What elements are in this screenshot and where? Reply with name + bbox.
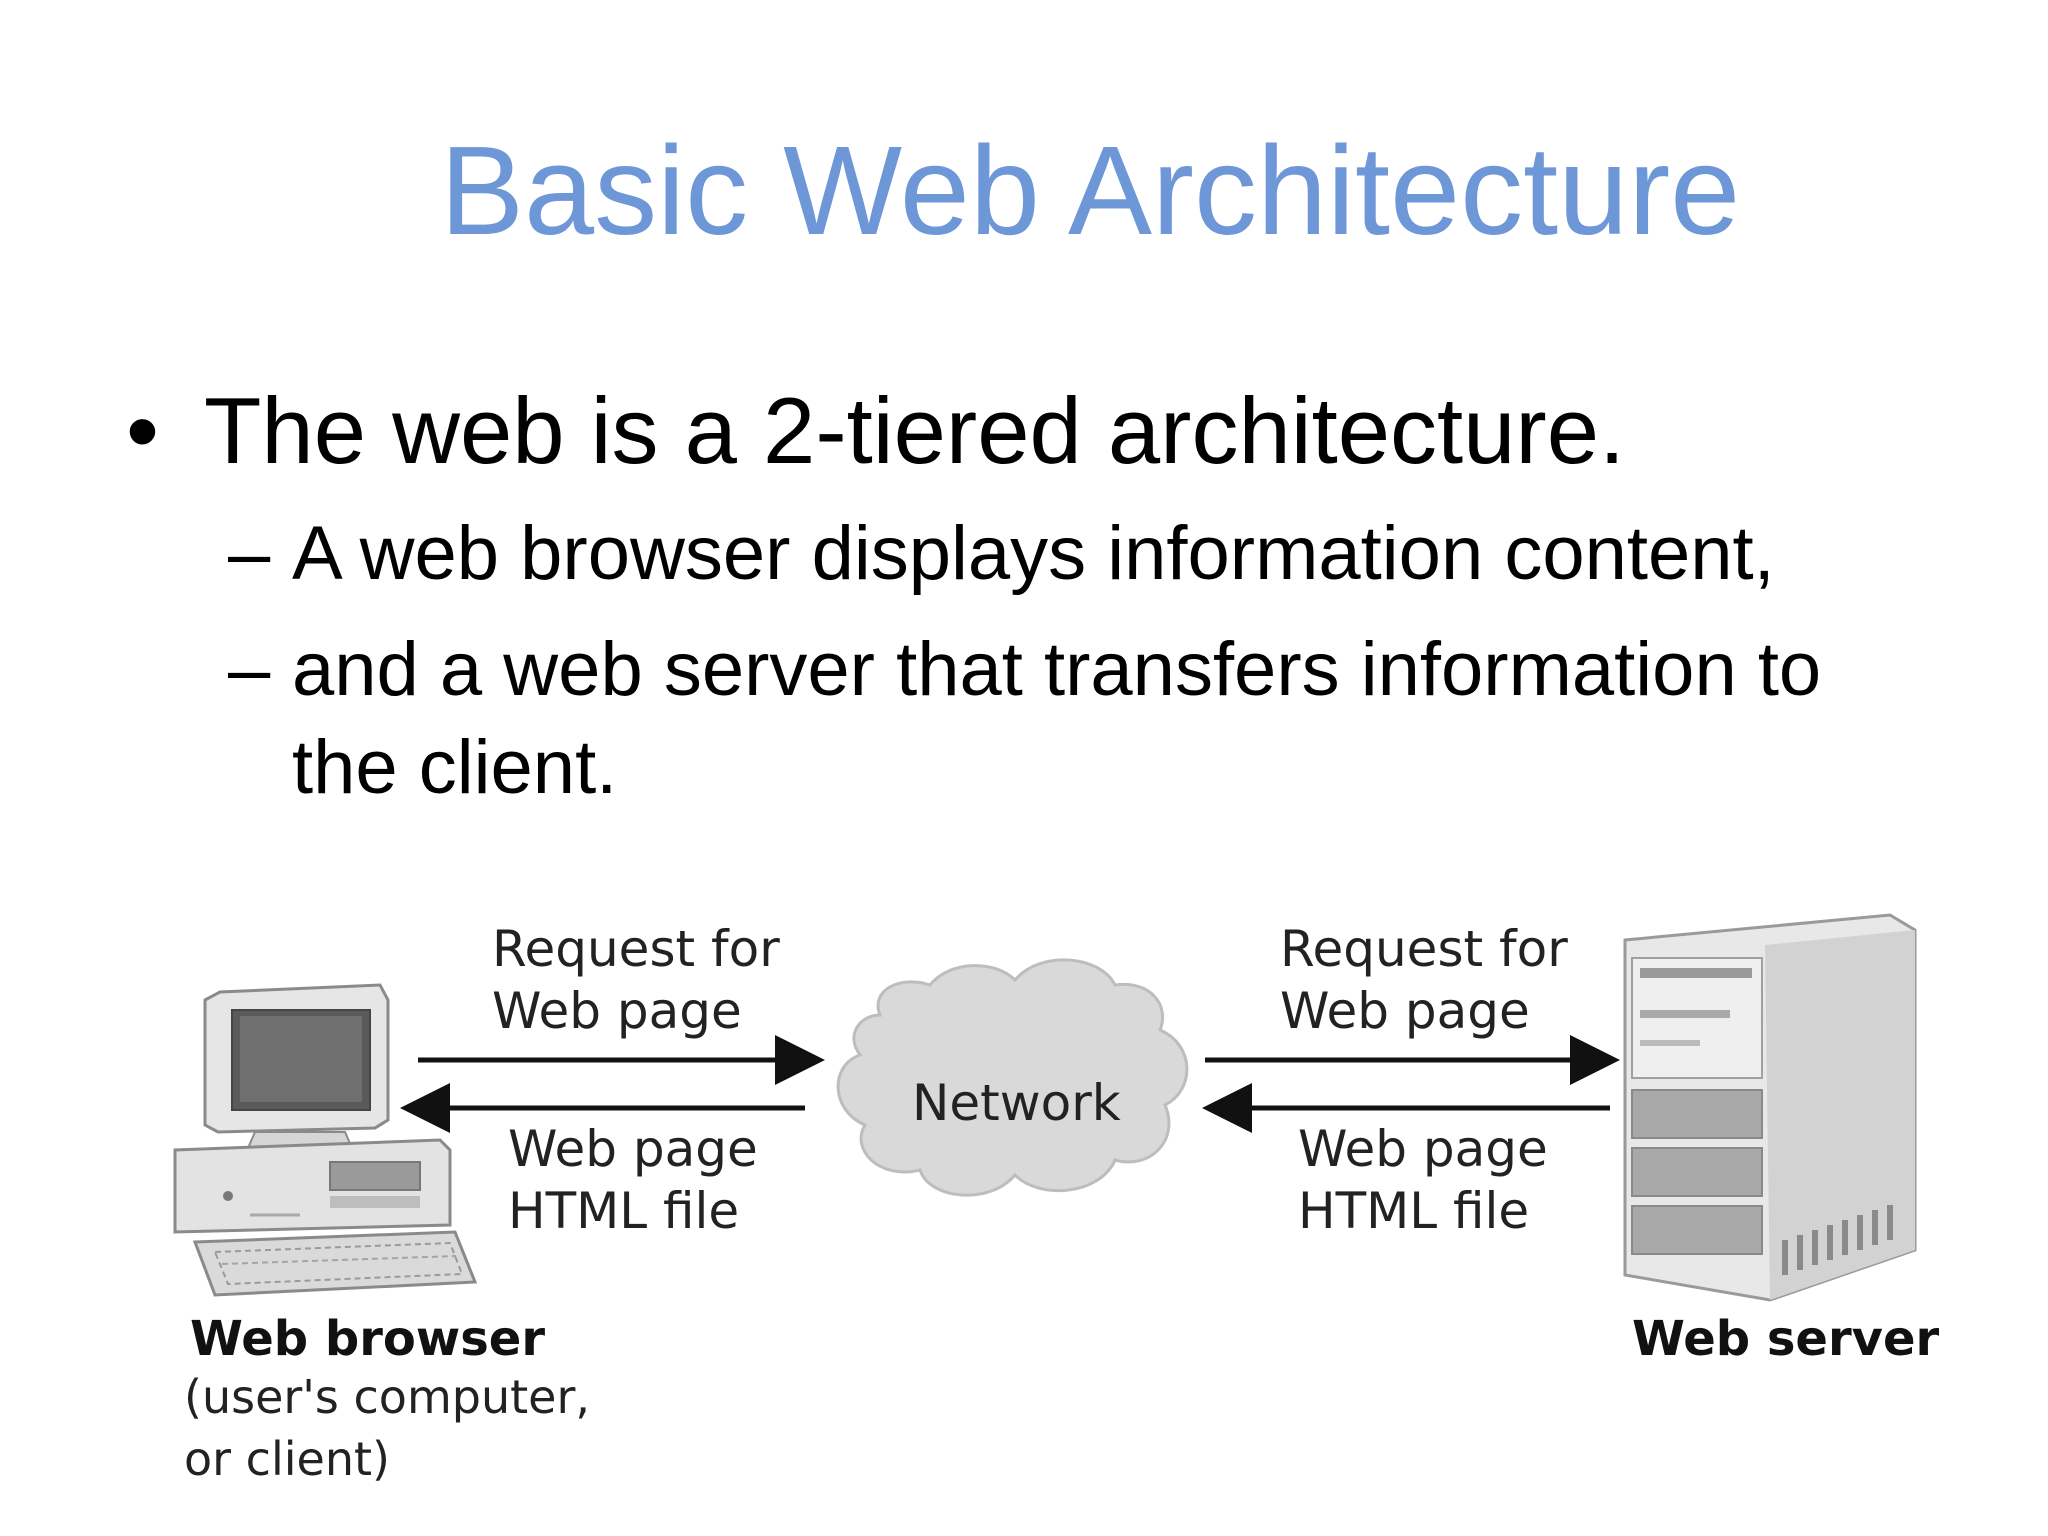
sub-bullet-text: A web browser displays information conte… [292, 511, 1775, 596]
sub-bullet-text: the client. [292, 725, 618, 810]
slide-title: Basic Web Architecture [440, 120, 1741, 261]
dash-marker: – [228, 511, 271, 596]
client-computer-icon [173, 983, 478, 1297]
network-cloud-icon [836, 958, 1189, 1197]
web-server-icon [1623, 913, 1917, 1302]
right-response-label: Web page HTML file [1298, 1120, 1548, 1240]
client-subtitle: (user's computer, or client) [184, 1370, 590, 1486]
dash-marker: – [228, 627, 271, 712]
client-title: Web browser [190, 1311, 546, 1367]
server-title: Web server [1632, 1311, 1940, 1367]
bullet-text: The web is a 2-tiered architecture. [204, 378, 1626, 483]
right-request-label: Request for Web page [1280, 920, 1568, 1040]
bullet-marker: • [126, 378, 159, 483]
left-request-label: Request for Web page [492, 920, 780, 1040]
sub-bullet-text: and a web server that transfers informat… [292, 627, 1822, 712]
left-response-label: Web page HTML file [508, 1120, 758, 1240]
network-label: Network [912, 1074, 1121, 1132]
